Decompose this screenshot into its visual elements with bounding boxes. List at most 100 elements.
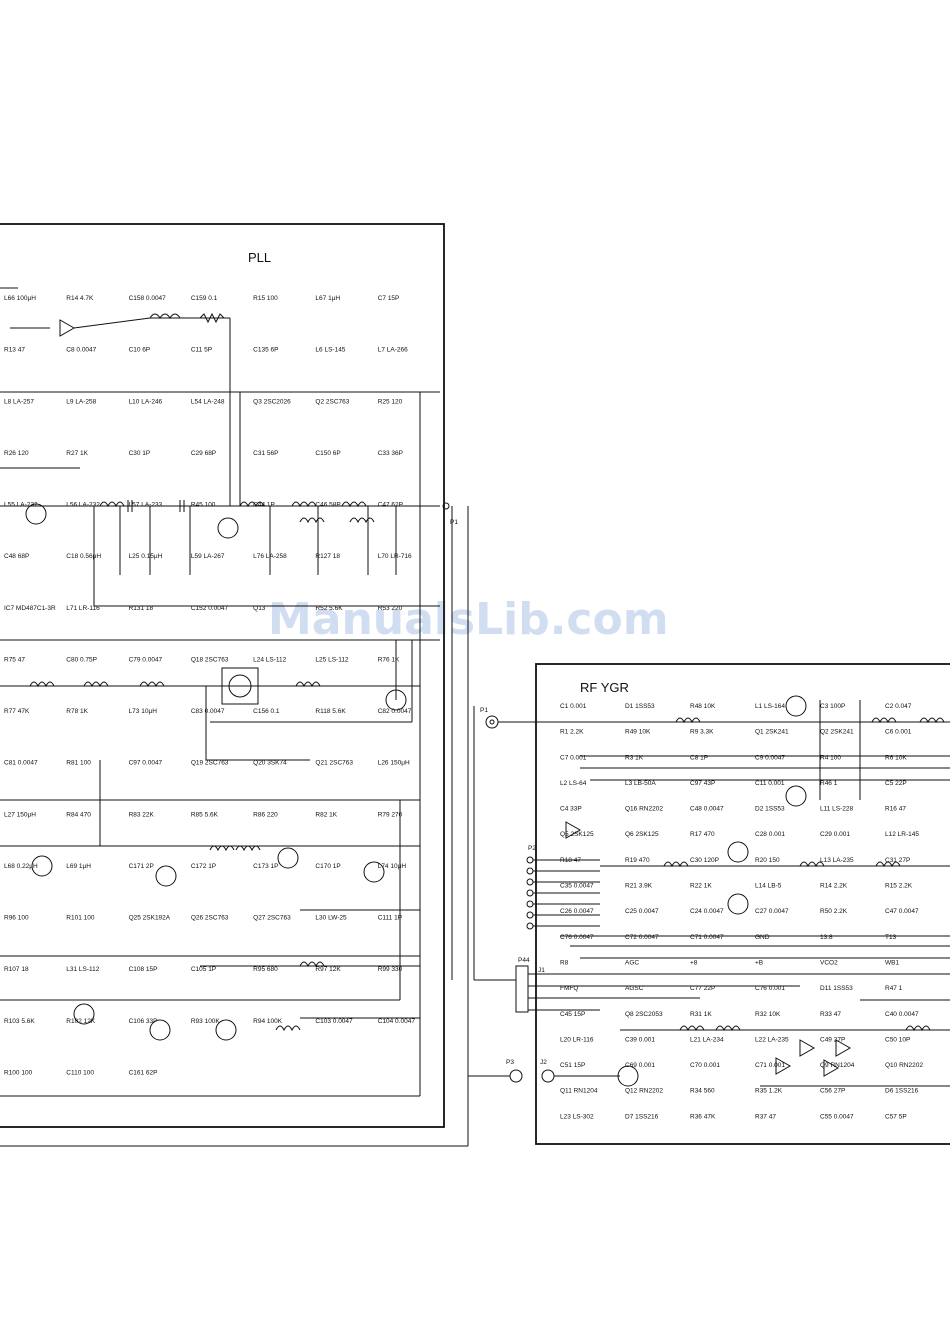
inductor-symbol bbox=[99, 501, 125, 508]
rf-component-label: R19 470 bbox=[625, 857, 650, 864]
rf-component-label: L2 LS-64 bbox=[560, 780, 587, 787]
p2-pins bbox=[526, 856, 534, 930]
pll-board: PLL P1 bbox=[0, 223, 469, 1147]
pll-component-label: R118 5.6K bbox=[315, 708, 346, 715]
pll-component-label: C159 0.1 bbox=[191, 295, 218, 302]
pll-component-label: C108 15P bbox=[129, 966, 158, 973]
rf-component-label: C27 0.0047 bbox=[755, 908, 789, 915]
rf-component-label: C4 33P bbox=[560, 806, 582, 813]
rf-component-label: L14 LB-5 bbox=[755, 883, 782, 890]
inductor-l13 bbox=[875, 861, 901, 868]
rf-component-label: Q2 2SK241 bbox=[820, 729, 854, 736]
pll-component-label: R76 1K bbox=[378, 656, 400, 663]
rf-component-label: R33 47 bbox=[820, 1011, 841, 1018]
pll-component-label: C80 0.75P bbox=[66, 656, 97, 663]
pll-component-label: Q2 2SC763 bbox=[315, 398, 349, 405]
inductor-symbol bbox=[299, 517, 325, 524]
pll-component-label: R84 470 bbox=[66, 811, 91, 818]
pll-component-label: L69 1μH bbox=[66, 863, 91, 870]
pll-component-label: L25 LS-112 bbox=[315, 656, 349, 663]
pll-component-label: L24 LS-112 bbox=[253, 656, 287, 663]
rf-component-label: R14 2.2K bbox=[820, 883, 848, 890]
rf-component-label: VCO2 bbox=[820, 959, 838, 966]
pll-component-label: C83 0.0047 bbox=[191, 708, 225, 715]
rf-component-label: R31 1K bbox=[690, 1011, 712, 1018]
transistor-q8 bbox=[617, 1065, 639, 1087]
rf-component-label: C49 27P bbox=[820, 1036, 845, 1043]
rf-component-label: C76 0.001 bbox=[755, 985, 785, 992]
pll-component-label: C171 2P bbox=[129, 863, 154, 870]
pll-component-label: L76 LA-258 bbox=[253, 553, 287, 560]
inductor-symbol bbox=[235, 845, 261, 852]
rf-component-label: C31 27P bbox=[885, 857, 910, 864]
pll-component-label: C104 0.0047 bbox=[378, 1018, 416, 1025]
pll-component-label: C170 1P bbox=[315, 863, 340, 870]
rf-component-label: C76 0.0047 bbox=[560, 934, 594, 941]
rf-component-label: WB1 bbox=[885, 959, 899, 966]
rf-component-label: C28 0.001 bbox=[755, 831, 785, 838]
rf-component-label: C69 0.001 bbox=[625, 1062, 655, 1069]
rf-component-label: C11 0.001 bbox=[755, 780, 785, 787]
pll-component-label: Q26 2SC763 bbox=[191, 915, 229, 922]
pll-component-label: C156 0.1 bbox=[253, 708, 280, 715]
rf-component-label: C1 0.001 bbox=[560, 703, 587, 710]
pll-port-label: P1 bbox=[450, 519, 458, 526]
rf-component-label: T13 bbox=[885, 934, 897, 941]
transistor-symbol bbox=[59, 319, 76, 337]
pll-component-label: R100 100 bbox=[4, 1069, 33, 1076]
rf-component-label: C5 22P bbox=[885, 780, 907, 787]
rf-component-label: AGC bbox=[625, 959, 639, 966]
transistor-q1 bbox=[785, 695, 807, 717]
pll-component-label: R14 4.7K bbox=[66, 295, 94, 302]
pll-component-label: C7 15P bbox=[378, 295, 400, 302]
rf-component-label: Q12 RN2202 bbox=[625, 1088, 663, 1095]
transistor-q18 bbox=[31, 855, 53, 877]
pll-component-label: C110 100 bbox=[66, 1069, 94, 1076]
pll-component-label: L70 LR-716 bbox=[378, 553, 412, 560]
rf-component-label: +8 bbox=[690, 959, 698, 966]
rf-component-label: R49 10K bbox=[625, 729, 651, 736]
inductor-l11 bbox=[663, 861, 689, 868]
transistor-q2 bbox=[785, 785, 807, 807]
rf-component-label: C72 0.0047 bbox=[625, 934, 659, 941]
inductor-symbol bbox=[29, 681, 55, 688]
rf-component-label: D7 1SS216 bbox=[625, 1113, 659, 1120]
pll-component-label: R103 5.6K bbox=[4, 1018, 35, 1025]
pll-component-label: C11 5P bbox=[191, 347, 212, 354]
rf-component-label: C70 0.001 bbox=[690, 1062, 720, 1069]
pll-component-label: C48 68P bbox=[4, 553, 29, 560]
rf-component-label: R16 47 bbox=[885, 806, 906, 813]
pll-component-label: R53 220 bbox=[378, 605, 403, 612]
pll-board-outline bbox=[0, 223, 445, 1128]
transistor-q16 bbox=[565, 821, 582, 839]
rf-component-label: R50 2.2K bbox=[820, 908, 848, 915]
inductor-symbol bbox=[341, 501, 367, 508]
rf-component-label: GND bbox=[755, 934, 770, 941]
rf-component-label: R32 10K bbox=[755, 1011, 781, 1018]
transistor-q6 bbox=[727, 893, 749, 915]
pll-component-label: L68 0.22μH bbox=[4, 863, 38, 870]
rf-component-label: AGSC bbox=[625, 985, 644, 992]
pll-title: PLL bbox=[248, 250, 271, 265]
pll-component-label: R25 120 bbox=[378, 398, 403, 405]
rf-component-label: R46 1 bbox=[820, 780, 838, 787]
pll-component-label: C46 58P bbox=[315, 502, 340, 509]
rf-component-label: R34 560 bbox=[690, 1088, 715, 1095]
transistor-q11 bbox=[823, 1059, 840, 1077]
pll-component-label: C31 56P bbox=[253, 450, 278, 457]
pll-component-label: R79 270 bbox=[378, 811, 403, 818]
rf-component-label: C29 0.001 bbox=[820, 831, 850, 838]
connector-p1 bbox=[442, 502, 450, 510]
rf-title: RF YGR bbox=[580, 680, 629, 695]
rf-component-label: C7 0.001 bbox=[560, 754, 587, 761]
pll-component-label: C106 33P bbox=[129, 1018, 158, 1025]
rf-component-label: C30 120P bbox=[690, 857, 719, 864]
pll-component-label: R97 12K bbox=[315, 966, 341, 973]
pll-component-label: L66 100μH bbox=[4, 295, 36, 302]
rf-component-label: C56 27P bbox=[820, 1088, 845, 1095]
rf-component-label: Q11 RN1204 bbox=[560, 1088, 598, 1095]
pll-component-label: R77 47K bbox=[4, 708, 30, 715]
rf-component-label: Q9 RN1204 bbox=[820, 1062, 855, 1069]
pll-component-label: Q25 2SK192A bbox=[129, 915, 171, 922]
